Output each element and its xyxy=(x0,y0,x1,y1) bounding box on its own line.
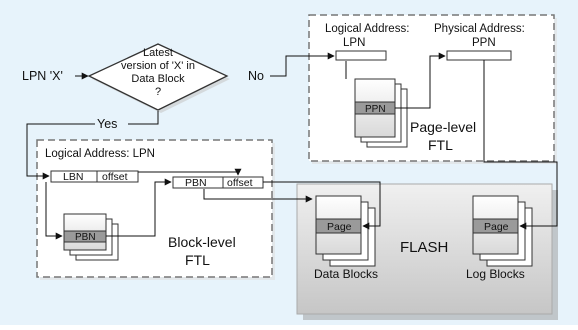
arrow-yes-to-lbn xyxy=(26,123,95,180)
page-ftl-physical-label-2: PPN xyxy=(472,37,496,49)
decision-line-1: Latest xyxy=(143,47,173,59)
decision-line-2: version of 'X' in xyxy=(121,60,195,72)
page-ftl-logical-label-2: LPN xyxy=(343,37,365,49)
page-level-ftl-panel: Logical Address: LPN Physical Address: P… xyxy=(308,14,557,164)
log-blocks-stack: Page Log Blocks xyxy=(466,195,533,281)
no-label: No xyxy=(248,69,264,83)
data-block-page-label: Page xyxy=(327,221,352,233)
lbn-label: LBN xyxy=(63,171,83,183)
arrow-lbn-to-block-table xyxy=(45,182,63,240)
arrow-no-to-lpn xyxy=(270,52,335,77)
decision-line-4: ? xyxy=(155,86,161,98)
page-ftl-physical-label-1: Physical Address: xyxy=(434,23,525,35)
yes-label: Yes xyxy=(97,117,117,131)
arrow-offset-to-data-page xyxy=(263,181,381,230)
pbn-offset-label: offset xyxy=(227,177,253,189)
pbn-table-entry-label: PBN xyxy=(75,232,96,243)
arrow-page-table-to-ppn xyxy=(395,52,446,109)
page-ftl-logical-label-1: Logical Address: xyxy=(325,23,409,35)
lbn-offset-box xyxy=(96,170,139,183)
page-ftl-caption-2: FTL xyxy=(428,137,453,153)
data-blocks-label: Data Blocks xyxy=(314,267,378,281)
log-blocks-label: Log Blocks xyxy=(466,267,525,281)
decision-node: Latest version of 'X' in Data Block ? xyxy=(87,43,230,113)
arrow-block-table-to-pbn xyxy=(106,178,172,237)
block-ftl-caption-1: Block-level xyxy=(168,234,236,250)
line-yes-branch xyxy=(128,111,159,125)
block-level-ftl-panel: Logical Address: LPN LBN offset PBN offs… xyxy=(36,139,275,280)
pbn-label: PBN xyxy=(185,177,207,189)
arrow-offset-to-pbn-offset xyxy=(138,168,242,176)
ppn-box xyxy=(446,50,512,61)
decision-line-3: Data Block xyxy=(131,73,185,85)
arrow-ppn-to-log-page xyxy=(483,60,558,230)
arrow-pbn-to-data-block xyxy=(203,189,313,203)
input-lpn-label: LPN 'X' xyxy=(22,69,63,83)
decision-diamond xyxy=(87,43,229,111)
block-ftl-logical-label: Logical Address: LPN xyxy=(45,148,155,160)
data-blocks-stack: Page Data Blocks xyxy=(314,195,378,281)
log-block-page xyxy=(472,218,519,234)
page-ftl-caption-1: Page-level xyxy=(410,119,476,135)
log-block-page-label: Page xyxy=(484,221,509,233)
block-ftl-caption-2: FTL xyxy=(185,252,210,268)
lpn-box xyxy=(335,50,387,61)
lbn-offset-label: offset xyxy=(102,171,128,183)
connectors xyxy=(26,52,558,240)
ppn-table-entry-label: PPN xyxy=(365,104,386,115)
flash-title: FLASH xyxy=(400,239,448,256)
data-block-page xyxy=(315,218,362,234)
